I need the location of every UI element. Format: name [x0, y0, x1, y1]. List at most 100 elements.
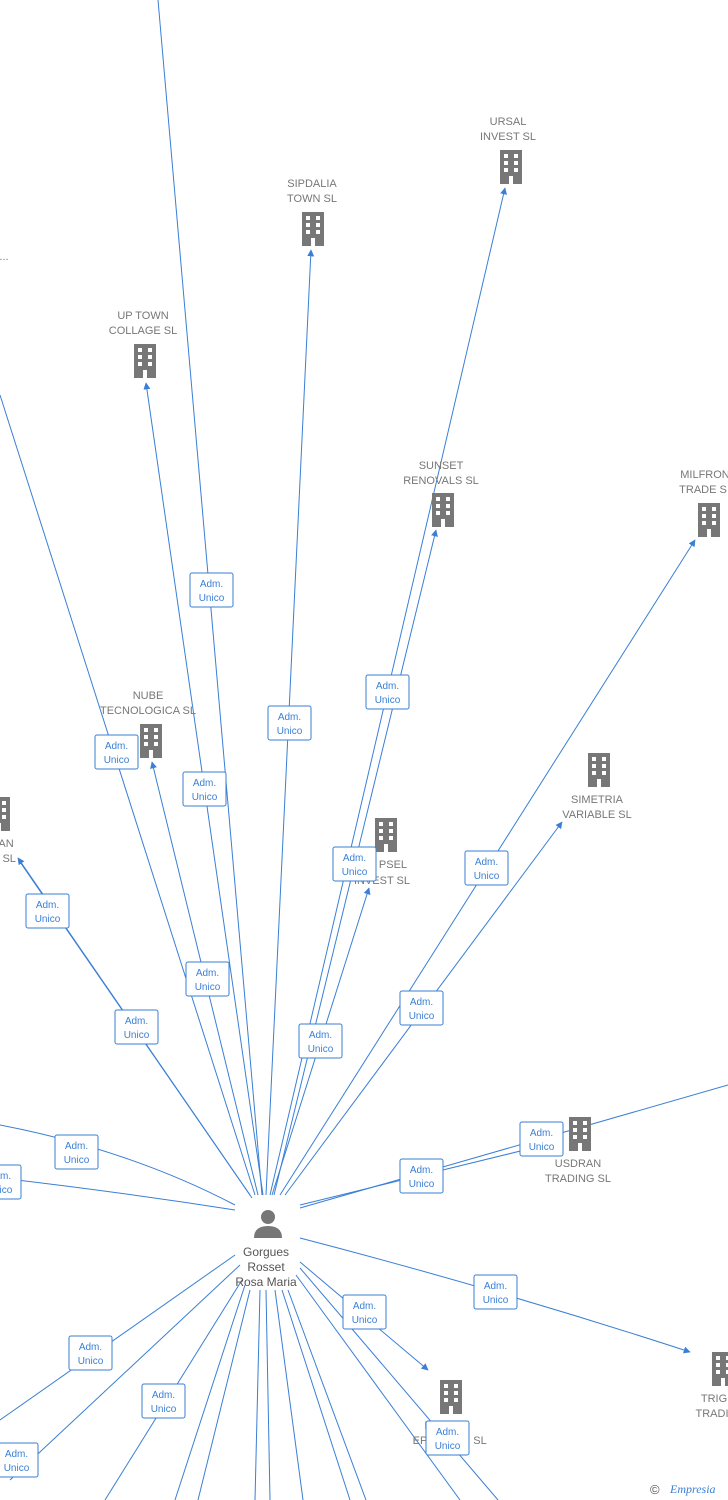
- role-badge[interactable]: Adm.Unico: [68, 1335, 113, 1371]
- company-label: URSAL: [490, 116, 527, 128]
- company-label: SUNSET: [419, 460, 464, 472]
- person-icon: [254, 1210, 282, 1238]
- role-badge[interactable]: Adm.Unico: [425, 1420, 470, 1456]
- svg-text:Adm.: Adm.: [200, 579, 223, 590]
- company-label: PSEL: [379, 859, 407, 871]
- person-node[interactable]: Gorgues Rosset Rosa Maria: [235, 1210, 297, 1289]
- company-node-sipdalia[interactable]: SIPDALIA TOWN SL: [287, 178, 337, 246]
- role-badge[interactable]: Adm. Unico: [365, 674, 410, 710]
- edge: [299, 1084, 728, 1209]
- person-name: Rosset: [247, 1260, 285, 1274]
- role-badge[interactable]: Adm. Unico: [189, 572, 234, 608]
- company-node-trig[interactable]: TRIG TRADI: [696, 1352, 728, 1420]
- company-label: TRADING SL: [545, 1173, 611, 1185]
- company-label: TOWN SL: [287, 193, 337, 205]
- edge: [281, 1289, 351, 1500]
- role-badge[interactable]: Adm.Unico: [94, 734, 139, 770]
- svg-text:Adm.: Adm.: [410, 997, 433, 1008]
- svg-text:Adm.: Adm.: [278, 712, 301, 723]
- company-node-uptown[interactable]: UP TOWN COLLAGE SL: [109, 310, 177, 378]
- company-node-usdran[interactable]: USDRAN TRADING SL: [545, 1117, 611, 1185]
- building-icon: [302, 212, 324, 246]
- building-icon: [134, 344, 156, 378]
- svg-text:Unico: Unico: [375, 695, 401, 706]
- edge: [295, 1274, 461, 1500]
- svg-text:Unico: Unico: [342, 867, 368, 878]
- role-badge[interactable]: Adm. Unico: [267, 705, 312, 741]
- role-badge[interactable]: Adm.Unico: [342, 1294, 387, 1330]
- role-badge[interactable]: Adm. Unico: [473, 1274, 518, 1310]
- edge: [174, 1284, 246, 1500]
- svg-text:Unico: Unico: [435, 1441, 461, 1452]
- role-badge[interactable]: Adm. Unico: [182, 771, 227, 807]
- svg-text:Adm.: Adm.: [410, 1165, 433, 1176]
- role-badge[interactable]: Adm.Unico: [519, 1121, 564, 1157]
- company-label: SIMETRIA: [571, 794, 624, 806]
- svg-text:Adm.: Adm.: [105, 741, 128, 752]
- company-label: COLLAGE SL: [109, 325, 177, 337]
- role-badge[interactable]: Adm. Unico: [25, 893, 70, 929]
- svg-text:Unico: Unico: [195, 982, 221, 993]
- svg-text:Adm.: Adm.: [65, 1141, 88, 1152]
- building-icon: [375, 818, 397, 852]
- svg-text:Unico: Unico: [409, 1179, 435, 1190]
- edge: [0, 1177, 236, 1211]
- company-label: E SL: [0, 853, 16, 865]
- role-badge[interactable]: Adm.Unico: [141, 1383, 186, 1419]
- company-node-sunset[interactable]: SUNSET RENOVALS SL: [403, 460, 479, 527]
- role-badge[interactable]: Adm.Unico: [332, 846, 377, 882]
- building-icon: [140, 724, 162, 758]
- svg-text:Adm.: Adm.: [484, 1281, 507, 1292]
- svg-text:Unico: Unico: [35, 914, 61, 925]
- svg-text:Adm.: Adm.: [152, 1390, 175, 1401]
- role-badge[interactable]: Adm. Unico: [54, 1134, 99, 1170]
- role-badge[interactable]: Adm. Unico: [464, 850, 509, 886]
- copyright-mark: ©: [650, 1482, 660, 1497]
- footer-brand: © Empresia: [650, 1482, 716, 1497]
- company-node-left-partial[interactable]: AN E SL: [0, 797, 16, 865]
- svg-text:Adm.: Adm.: [36, 900, 59, 911]
- svg-text:Adm.: Adm.: [0, 1171, 11, 1182]
- building-icon: [500, 150, 522, 184]
- role-badge[interactable]: Adm. Unico: [399, 1158, 444, 1194]
- svg-text:Unico: Unico: [64, 1155, 90, 1166]
- svg-text:Adm.: Adm.: [475, 857, 498, 868]
- role-badge[interactable]: Adm.Unico: [298, 1023, 343, 1059]
- svg-text:Unico: Unico: [4, 1463, 30, 1474]
- company-label: UP TOWN: [117, 310, 168, 322]
- svg-text:Adm.: Adm.: [376, 681, 399, 692]
- company-node-simetria[interactable]: SIMETRIA VARIABLE SL: [562, 753, 632, 821]
- svg-text:Unico: Unico: [474, 871, 500, 882]
- role-badge[interactable]: Adm.Unico: [0, 1164, 22, 1200]
- role-badge[interactable]: Adm.Unico: [185, 961, 230, 997]
- building-icon: [432, 493, 454, 527]
- edge: [254, 1289, 261, 1500]
- person-name: Gorgues: [243, 1245, 289, 1259]
- company-label: EP: [413, 1435, 428, 1447]
- svg-text:Adm.: Adm.: [193, 778, 216, 789]
- role-labels: Adm.Unico Adm.Unico Adm.Unico Adm.Unico …: [0, 572, 564, 1478]
- company-node-ursal[interactable]: URSAL INVEST SL: [480, 116, 536, 184]
- svg-text:Unico: Unico: [277, 726, 303, 737]
- company-label: TRADI: [696, 1408, 728, 1420]
- company-node-milfron[interactable]: MILFRON TRADE S: [679, 469, 728, 537]
- company-node-nube[interactable]: NUBE TECNOLOGICA SL: [100, 690, 196, 758]
- edge: [274, 1289, 304, 1500]
- svg-text:Unico: Unico: [352, 1315, 378, 1326]
- svg-text:Unico: Unico: [199, 593, 225, 604]
- edge: [0, 394, 256, 1196]
- edge: [287, 1289, 367, 1500]
- role-badge[interactable]: Adm.Unico: [0, 1442, 39, 1478]
- svg-text:Unico: Unico: [483, 1295, 509, 1306]
- role-badge[interactable]: Adm. Unico: [399, 990, 444, 1026]
- company-label: SIPDALIA: [287, 178, 337, 190]
- ellipsis-text: ...: [0, 251, 9, 263]
- building-icon: [440, 1380, 462, 1414]
- svg-text:Unico: Unico: [308, 1044, 334, 1055]
- svg-text:Unico: Unico: [409, 1011, 435, 1022]
- svg-text:Unico: Unico: [529, 1142, 555, 1153]
- role-badge[interactable]: Adm.Unico: [114, 1009, 159, 1045]
- svg-text:Unico: Unico: [192, 792, 218, 803]
- edge: [0, 1124, 236, 1206]
- building-icon: [712, 1352, 728, 1386]
